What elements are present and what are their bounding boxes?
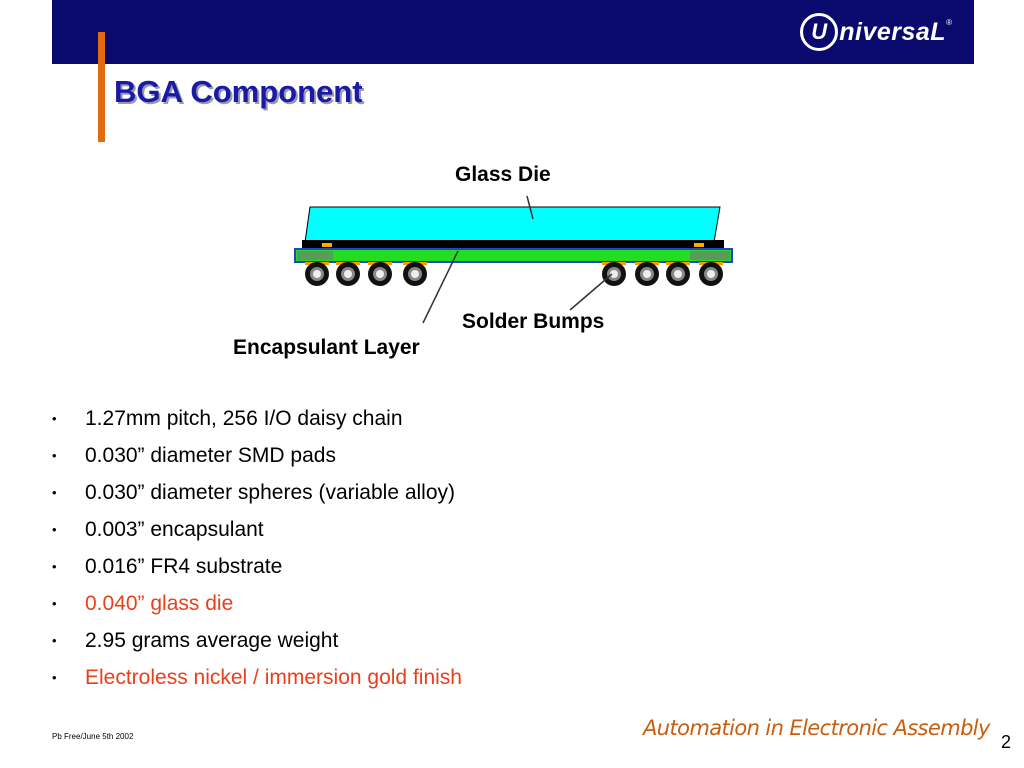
solder-bump [336,262,360,286]
solder-bump [635,262,659,286]
solder-bump [699,262,723,286]
glass-die-leader [526,195,534,220]
bullet-text: Electroless nickel / immersion gold fini… [85,666,462,689]
die-attach-layer [302,240,724,249]
bullet-item: • 0.016” FR4 substrate [52,548,462,585]
bullet-item: • 0.030” diameter SMD pads [52,437,462,474]
glass-die-shape [304,206,721,243]
bullet-text: 1.27mm pitch, 256 I/O daisy chain [85,407,403,430]
universal-logo: U niversaL ® [800,11,952,53]
solder-bump [305,262,329,286]
page-number: 2 [1001,732,1012,752]
substrate-shape [294,248,733,263]
bullet-text: 0.003” encapsulant [85,518,264,541]
glass-die-label: Glass Die [455,163,551,186]
bullet-text: 0.030” diameter spheres (variable alloy) [85,481,456,504]
solder-bump [368,262,392,286]
bullet-item-highlight: • Electroless nickel / immersion gold fin… [52,659,462,696]
bullet-item: • 0.030” diameter spheres (variable alloy… [52,474,462,511]
encapsulant-layer-label: Encapsulant Layer [233,336,420,359]
bullet-item-highlight: • 0.040” glass die [52,585,462,622]
solder-bump [403,262,427,286]
bullet-text: 0.030” diameter SMD pads [85,444,336,467]
bullet-icon: • [52,670,57,685]
universal-logo-icon: U [800,13,839,51]
bullet-icon: • [52,596,57,611]
bond-pad-right [694,243,704,247]
bullet-icon: • [52,485,57,500]
slide-title: BGA Component [114,74,363,109]
bga-cross-section [294,195,733,324]
header-band: U niversaL ® [52,0,974,64]
bullet-item: • 1.27mm pitch, 256 I/O daisy chain [52,400,462,437]
footer-tagline: Automation in Electronic Assembly [643,716,990,740]
solder-bumps-label: Solder Bumps [462,310,605,333]
bullet-text: 2.95 grams average weight [85,629,339,652]
bullet-icon: • [52,522,57,537]
bullet-text: 0.040” glass die [85,592,234,615]
spec-bullet-list: • 1.27mm pitch, 256 I/O daisy chain • 0.03… [52,400,462,696]
bga-diagram: Glass Die Solder Bumps Encapsulant Layer [233,163,733,359]
substrate-shadow-left [297,251,333,260]
registered-mark: ® [946,17,952,27]
substrate-shadow-right [690,251,730,260]
bullet-item: • 2.95 grams average weight [52,622,462,659]
bullet-text: 0.016” FR4 substrate [85,555,283,578]
bullet-icon: • [52,448,57,463]
bond-pad-left [322,243,332,247]
bullet-icon: • [52,559,57,574]
bullet-item: • 0.003” encapsulant [52,511,462,548]
solder-bumps [305,262,723,286]
solder-bumps-leader [569,273,613,311]
bullet-icon: • [52,633,57,648]
solder-bump [602,262,626,286]
title-accent-bar [98,32,105,142]
encapsulant-leader [422,250,459,324]
footer-date: Pb Free/June 5th 2002 [52,732,134,741]
logo-text: niversaL [839,17,947,46]
bullet-icon: • [52,411,57,426]
solder-bump [666,262,690,286]
